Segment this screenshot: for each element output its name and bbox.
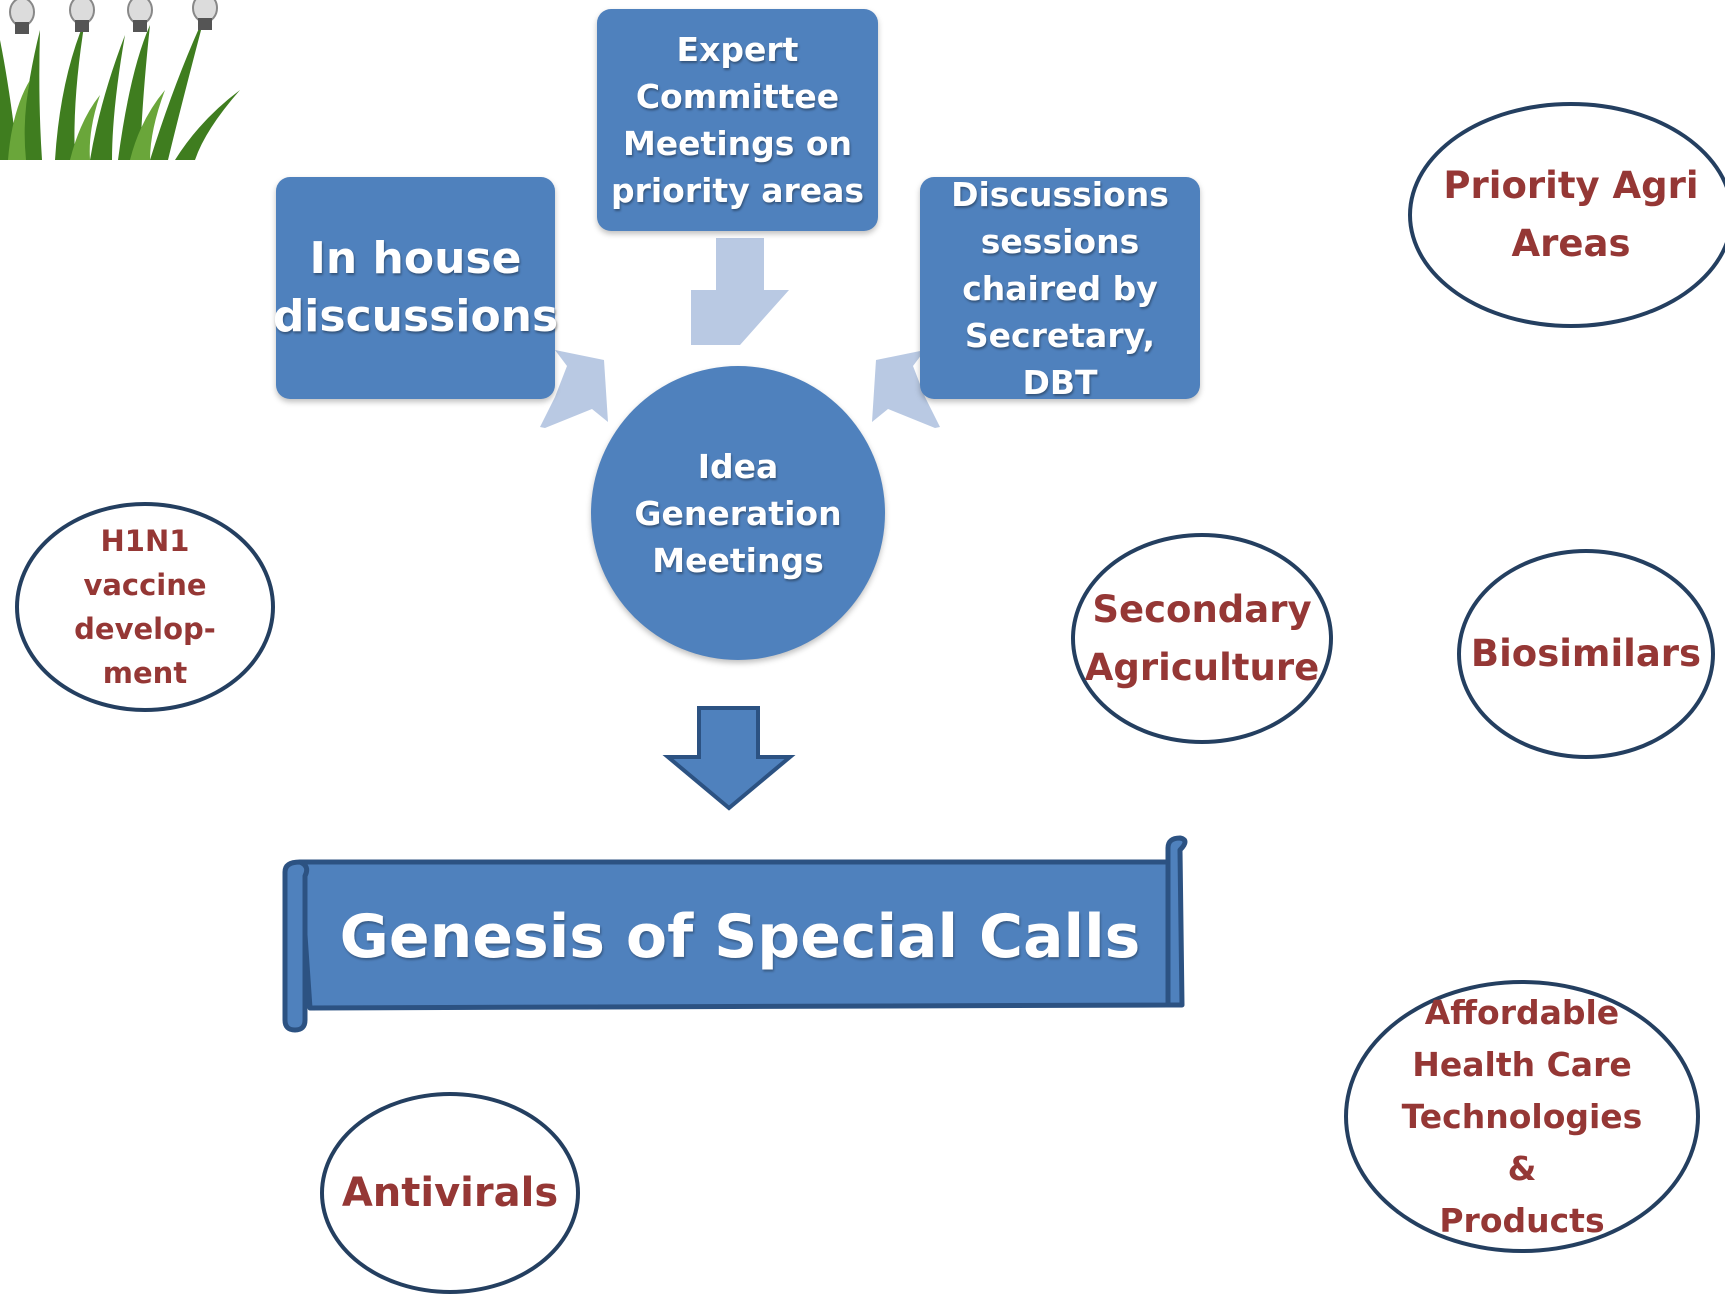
- arrow-from-inhouse-icon: [540, 350, 608, 428]
- secretary-sessions-box: Discussions sessions chaired by Secretar…: [920, 175, 1200, 402]
- topic-secondary-agriculture: Secondary Agriculture: [1071, 533, 1333, 744]
- arrow-down-from-expert-icon: [691, 238, 789, 345]
- topic-h1n1-vaccine: H1N1 vaccine develop- ment: [15, 502, 275, 712]
- topic-biosimilars: Biosimilars: [1457, 549, 1715, 759]
- topic-antivirals: Antivirals: [320, 1092, 580, 1294]
- arrow-down-to-banner-icon: [662, 706, 796, 811]
- in-house-discussions-box: In house discussions: [273, 177, 558, 399]
- topic-priority-agri-areas: Priority Agri Areas: [1408, 102, 1725, 328]
- plant-bulbs-image: [0, 0, 240, 160]
- expert-committee-box: Expert Committee Meetings on priority ar…: [597, 9, 878, 231]
- arrow-from-secretary-icon: [872, 350, 940, 428]
- idea-generation-circle: Idea Generation Meetings: [591, 366, 885, 660]
- topic-affordable-health-care: Affordable Health Care Technologies & Pr…: [1344, 980, 1700, 1253]
- banner-title: Genesis of Special Calls: [339, 902, 1141, 972]
